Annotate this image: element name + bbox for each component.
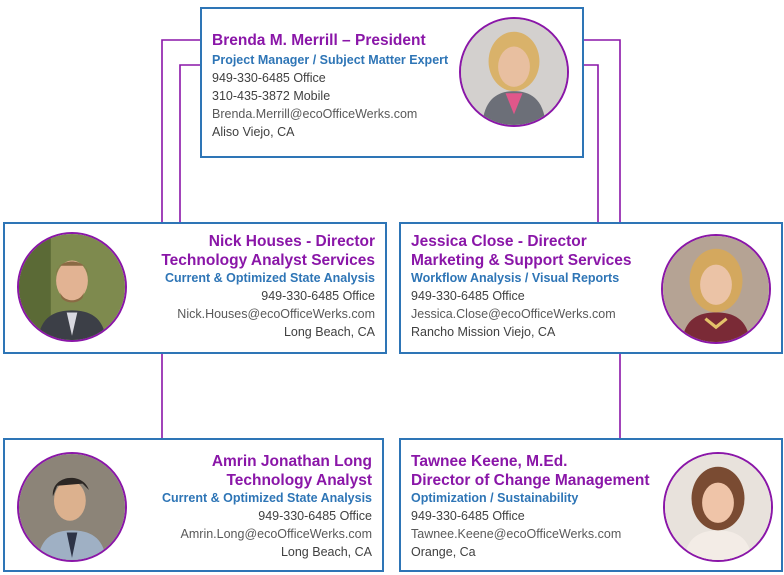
nick-email: Nick.Houses@ecoOfficeWerks.com xyxy=(177,307,375,321)
connector-president-to-nick-inner xyxy=(161,64,200,246)
amrin-email: Amrin.Long@ecoOfficeWerks.com xyxy=(180,527,372,541)
tawnee-card: Tawnee Keene, M.Ed. Director of Change M… xyxy=(399,438,783,572)
jessica-avatar xyxy=(661,234,771,344)
amrin-location: Long Beach, CA xyxy=(280,545,372,559)
jessica-name: Jessica Close - Director xyxy=(411,233,587,250)
president-mobile-phone: 310-435-3872 Mobile xyxy=(212,89,331,103)
president-office-phone: 949-330-6485 Office xyxy=(212,71,326,85)
nick-office-phone: 949-330-6485 Office xyxy=(261,289,375,303)
nick-title: Technology Analyst Services xyxy=(161,252,375,269)
tawnee-name: Tawnee Keene, M.Ed. xyxy=(411,453,568,470)
jessica-email: Jessica.Close@ecoOfficeWerks.com xyxy=(411,307,616,321)
jessica-location: Rancho Mission Viejo, CA xyxy=(411,325,556,339)
president-avatar xyxy=(459,17,569,127)
tawnee-title: Director of Change Management xyxy=(411,472,650,489)
nick-name: Nick Houses - Director xyxy=(208,233,375,250)
tawnee-role: Optimization / Sustainability xyxy=(411,491,579,505)
jessica-role: Workflow Analysis / Visual Reports xyxy=(411,271,620,285)
amrin-role: Current & Optimized State Analysis xyxy=(162,491,372,505)
nick-card: Nick Houses - Director Technology Analys… xyxy=(3,222,387,354)
tawnee-avatar xyxy=(663,452,773,562)
amrin-name: Amrin Jonathan Long xyxy=(211,453,372,470)
connector-president-to-jessica-inner xyxy=(584,64,609,248)
jessica-title: Marketing & Support Services xyxy=(411,252,632,269)
nick-location: Long Beach, CA xyxy=(283,325,375,339)
tawnee-email: Tawnee.Keene@ecoOfficeWerks.com xyxy=(411,527,622,541)
president-role: Project Manager / Subject Matter Expert xyxy=(212,53,449,67)
president-name: Brenda M. Merrill – President xyxy=(212,32,426,49)
amrin-card: Amrin Jonathan Long Technology Analyst C… xyxy=(3,438,384,572)
president-card: Brenda M. Merrill – President Project Ma… xyxy=(200,7,584,158)
amrin-title: Technology Analyst xyxy=(226,472,372,489)
tawnee-location: Orange, Ca xyxy=(411,545,476,559)
jessica-office-phone: 949-330-6485 Office xyxy=(411,289,525,303)
connector-president-to-jessica-outer xyxy=(584,39,621,222)
nick-role: Current & Optimized State Analysis xyxy=(165,271,375,285)
tawnee-office-phone: 949-330-6485 Office xyxy=(411,509,525,523)
president-email: Brenda.Merrill@ecoOfficeWerks.com xyxy=(212,107,418,121)
president-location: Aliso Viejo, CA xyxy=(212,125,295,139)
connector-president-to-nick-outer xyxy=(161,39,200,222)
amrin-office-phone: 949-330-6485 Office xyxy=(258,509,372,523)
amrin-avatar xyxy=(17,452,127,562)
jessica-card: Jessica Close - Director Marketing & Sup… xyxy=(399,222,783,354)
nick-avatar xyxy=(17,232,127,342)
